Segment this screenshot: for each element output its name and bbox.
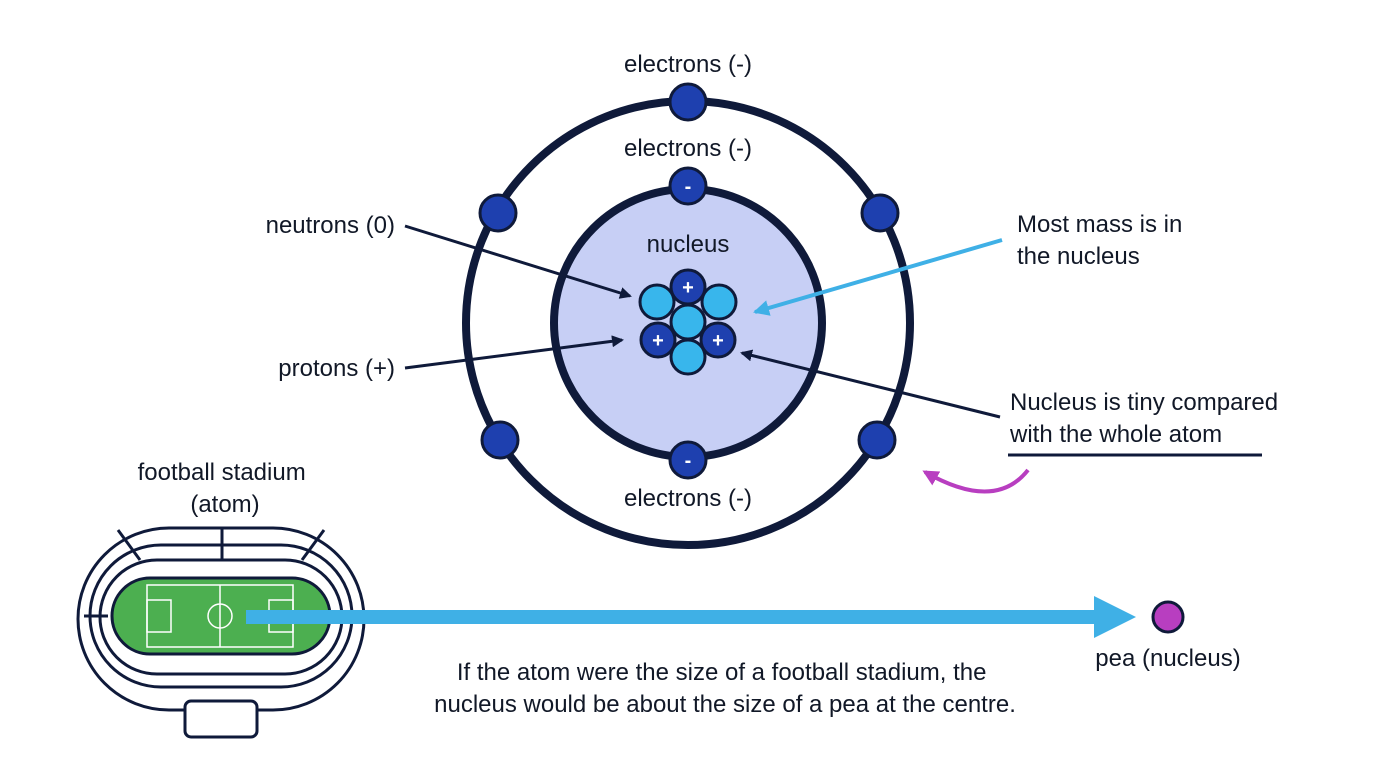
protons-label: protons (+) [278,355,395,382]
neutron [638,283,676,321]
analogy-caption-line: If the atom were the size of a football … [457,659,987,686]
protons-arrow [404,335,624,370]
tiny-callout-line: Nucleus is tiny compared [1010,389,1278,416]
nucleus-label: nucleus [647,231,730,258]
stadium-label: football stadium (atom) [138,459,313,518]
proton-sign: + [682,277,694,299]
electron-sign: - [685,176,692,198]
stadium-label-line: football stadium [138,459,306,486]
neutrons-label: neutrons (0) [266,212,395,239]
tiny-arrow [740,349,1001,419]
tiny-callout-line: with the whole atom [1009,421,1222,448]
purple-curved-arrow [922,468,1030,494]
electron [857,420,897,460]
outer-shell-label: electrons (-) [624,51,752,78]
inner-electron-bottom: - [668,440,708,480]
nucleus-particles [638,268,738,376]
tiny-callout: Nucleus is tiny compared with the whole … [1009,389,1285,448]
electron-sign: - [685,450,692,472]
proton [639,321,677,359]
bottom-shell-label: electrons (-) [624,485,752,512]
stadium-label-line: (atom) [190,491,259,518]
neutron [669,303,707,341]
proton [669,268,707,306]
proton [699,321,737,359]
analogy-caption-line: nucleus would be about the size of a pea… [434,691,1016,718]
electron [668,82,708,122]
neutron [700,283,738,321]
mass-arrow [753,238,1003,316]
mass-callout-line: the nucleus [1017,243,1140,270]
analogy-caption: If the atom were the size of a football … [434,659,1016,718]
electron [860,193,900,233]
inner-electron-top: - [668,166,708,206]
mass-callout: Most mass is in the nucleus [1017,211,1189,270]
neutrons-arrow [404,224,632,299]
pea-label: pea (nucleus) [1095,645,1240,672]
outer-electrons [478,82,900,460]
football-pitch [110,576,332,656]
inner-shell-label: electrons (-) [624,135,752,162]
proton-sign: + [652,330,664,352]
neutron [669,338,707,376]
proton-sign: + [712,330,724,352]
scale-arrowhead [1094,596,1136,638]
pea-icon [1151,600,1185,634]
mass-callout-line: Most mass is in [1017,211,1182,238]
electron [480,420,520,460]
electron [478,193,518,233]
